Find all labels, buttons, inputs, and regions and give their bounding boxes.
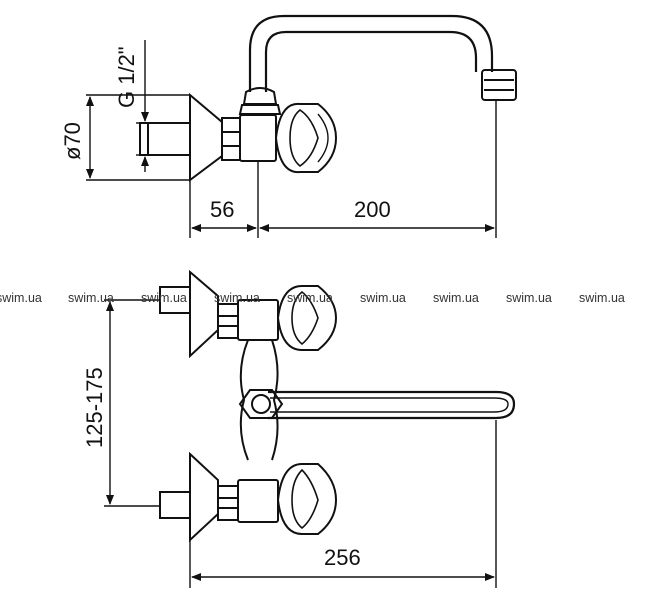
watermark-text: swim.ua [141, 291, 187, 305]
thread-label: G 1/2" [114, 46, 139, 108]
overall-width-label: 256 [324, 545, 361, 570]
watermark-row: swim.ua swim.ua swim.ua swim.ua swim.ua … [0, 291, 625, 305]
lower-valve-body [237, 479, 279, 523]
swivel-hub [238, 389, 284, 419]
spout-tube [248, 14, 494, 92]
watermark-text: swim.ua [68, 291, 114, 305]
watermark-text: swim.ua [579, 291, 625, 305]
watermark-text: swim.ua [360, 291, 406, 305]
front-view-dimensions [104, 299, 497, 588]
front-view [159, 269, 516, 543]
upper-hex-nut [217, 303, 239, 339]
watermark-text: swim.ua [214, 291, 260, 305]
wall-flange [189, 92, 223, 182]
watermark-text: swim.ua [506, 291, 552, 305]
valve-body [239, 114, 277, 162]
hex-nut [221, 117, 241, 161]
lower-inlet-stub [159, 491, 191, 519]
spacing-label: 125-175 [82, 367, 107, 448]
aerator [481, 69, 517, 101]
spout-reach-label: 200 [354, 197, 391, 222]
upper-valve-body [237, 299, 279, 341]
diameter-label: ø70 [60, 122, 85, 160]
body-projection-label: 56 [210, 197, 234, 222]
watermark-text: swim.ua [0, 291, 42, 305]
lower-hex-nut [217, 485, 239, 521]
upper-flange [189, 269, 219, 359]
upper-handle [276, 285, 338, 351]
lower-flange [189, 451, 219, 543]
side-view-dimensions [86, 40, 497, 238]
watermark-text: swim.ua [433, 291, 479, 305]
side-view [139, 14, 517, 182]
valve-handle [274, 102, 338, 174]
watermark-text: swim.ua [287, 291, 333, 305]
front-spout [268, 390, 516, 420]
body-right-edge [271, 339, 279, 461]
lower-handle [276, 463, 338, 535]
spout-swivel [238, 104, 282, 115]
